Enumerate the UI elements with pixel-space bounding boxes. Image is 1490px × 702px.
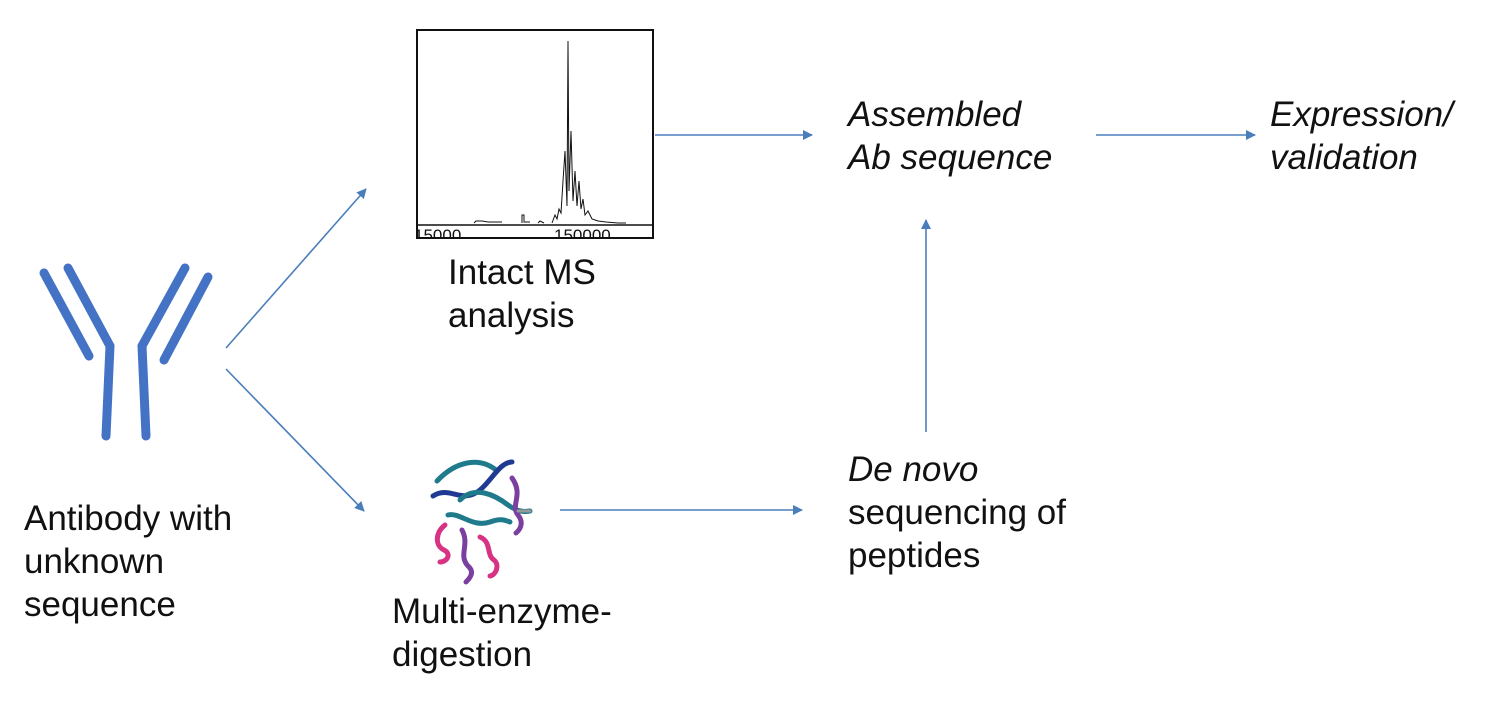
denovo-label-italic: De novo	[848, 450, 979, 489]
antibody-label-line-2: unknown	[24, 542, 165, 581]
antibody-label-line-3: sequence	[24, 585, 176, 624]
digestion-label-line-1: Multi-enzyme-	[392, 592, 612, 631]
mass-spectrum-plot	[418, 40, 652, 226]
peptide-fragments-icon	[430, 459, 533, 585]
antibody-icon	[39, 263, 213, 441]
arrow-antibody-to-digestion	[225, 368, 365, 512]
mass-spectrum-icon: 15000 150000	[416, 29, 654, 239]
expression-label-line-1: Expression/	[1270, 95, 1453, 134]
antibody-label: Antibody with unknown sequence	[24, 497, 232, 626]
digestion-label: Multi-enzyme- digestion	[392, 590, 612, 676]
ms-tick-low: 15000	[416, 226, 462, 239]
antibody-label-line-1: Antibody with	[24, 499, 233, 538]
denovo-label-line-3: peptides	[848, 536, 981, 575]
arrow-antibody-to-intact-ms	[225, 188, 367, 349]
expression-label: Expression/ validation	[1270, 93, 1453, 179]
assembled-label: Assembled Ab sequence	[848, 93, 1052, 179]
denovo-label: De novo sequencing of peptides	[848, 448, 1066, 577]
expression-label-line-2: validation	[1270, 138, 1418, 177]
intact-ms-label-line-2: analysis	[448, 296, 575, 335]
assembled-label-line-2: Ab sequence	[848, 138, 1053, 177]
digestion-label-line-2: digestion	[392, 635, 533, 674]
intact-ms-label: Intact MS analysis	[448, 251, 596, 337]
intact-ms-label-line-1: Intact MS	[448, 253, 596, 292]
ms-tick-high: 150000	[554, 226, 611, 239]
assembled-label-line-1: Assembled	[848, 95, 1022, 134]
denovo-label-line-2: sequencing of	[848, 493, 1066, 532]
